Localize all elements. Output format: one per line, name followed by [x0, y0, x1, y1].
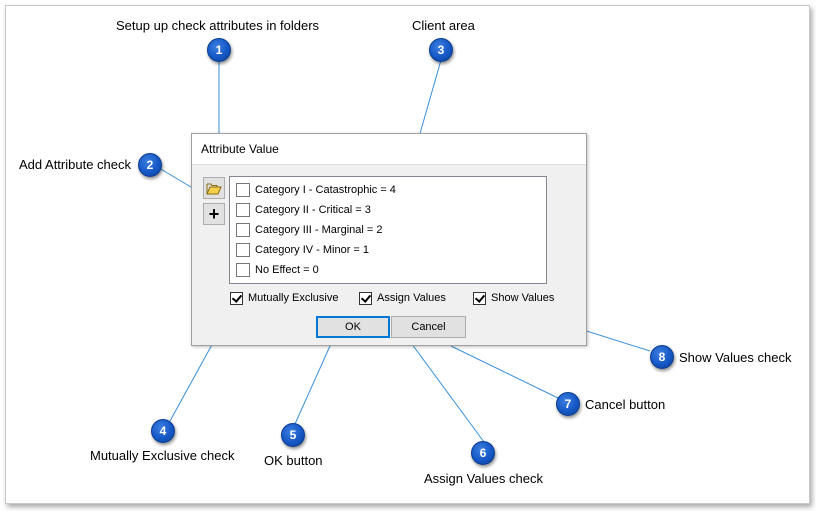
- list-item[interactable]: Category III - Marginal = 2: [236, 222, 382, 238]
- ok-button[interactable]: OK: [316, 316, 390, 338]
- folder-open-icon: [206, 183, 222, 194]
- callout-label-6: Assign Values check: [424, 471, 543, 486]
- callout-label-5: OK button: [264, 453, 323, 468]
- dialog-title: Attribute Value: [192, 134, 586, 165]
- attribute-value-dialog: Attribute Value + Category I - Catastrop…: [191, 133, 587, 346]
- client-area-list[interactable]: Category I - Catastrophic = 4 Category I…: [229, 176, 547, 284]
- mutually-exclusive-label: Mutually Exclusive: [248, 292, 339, 304]
- setup-folders-button[interactable]: [203, 177, 225, 199]
- callout-marker-2: 2: [138, 153, 162, 177]
- callout-marker-1: 1: [207, 38, 231, 62]
- show-values-label: Show Values: [491, 292, 555, 304]
- assign-values-label: Assign Values: [377, 292, 446, 304]
- list-item-label: Category II - Critical = 3: [255, 204, 371, 216]
- callout-marker-3: 3: [429, 38, 453, 62]
- list-item-checkbox[interactable]: [236, 203, 250, 217]
- assign-values-check[interactable]: Assign Values: [359, 291, 446, 305]
- cancel-button[interactable]: Cancel: [391, 316, 466, 338]
- callout-label-3: Client area: [412, 18, 475, 33]
- leader-line-7: [450, 345, 559, 399]
- list-item-checkbox[interactable]: [236, 243, 250, 257]
- callout-label-7: Cancel button: [585, 397, 666, 412]
- callout-marker-8: 8: [650, 345, 674, 369]
- leader-line-5: [294, 336, 335, 425]
- mutually-exclusive-checkbox[interactable]: [230, 291, 243, 305]
- list-item-label: Category IV - Minor = 1: [255, 244, 370, 256]
- list-item-label: No Effect = 0: [255, 264, 319, 276]
- show-values-check[interactable]: Show Values: [473, 291, 554, 305]
- plus-icon: +: [208, 203, 220, 224]
- callout-marker-7: 7: [556, 392, 580, 416]
- show-values-checkbox[interactable]: [473, 291, 486, 305]
- list-item-checkbox[interactable]: [236, 263, 250, 277]
- list-item-checkbox[interactable]: [236, 223, 250, 237]
- callout-marker-5: 5: [281, 423, 305, 447]
- list-item-label: Category I - Catastrophic = 4: [255, 184, 396, 196]
- list-item[interactable]: Category IV - Minor = 1: [236, 242, 369, 258]
- callout-label-4: Mutually Exclusive check: [90, 448, 235, 463]
- callout-marker-6: 6: [471, 441, 495, 465]
- callout-marker-4: 4: [151, 419, 175, 443]
- add-attribute-button[interactable]: +: [203, 203, 225, 225]
- callout-label-8: Show Values check: [679, 350, 792, 365]
- assign-values-checkbox[interactable]: [359, 291, 372, 305]
- list-item[interactable]: No Effect = 0: [236, 262, 319, 278]
- callout-label-1: Setup up check attributes in folders: [116, 18, 320, 33]
- list-item[interactable]: Category I - Catastrophic = 4: [236, 182, 396, 198]
- list-item[interactable]: Category II - Critical = 3: [236, 202, 371, 218]
- list-item-checkbox[interactable]: [236, 183, 250, 197]
- list-item-label: Category III - Marginal = 2: [255, 224, 383, 236]
- callout-label-2: Add Attribute check: [19, 157, 132, 172]
- mutually-exclusive-check[interactable]: Mutually Exclusive: [230, 291, 338, 305]
